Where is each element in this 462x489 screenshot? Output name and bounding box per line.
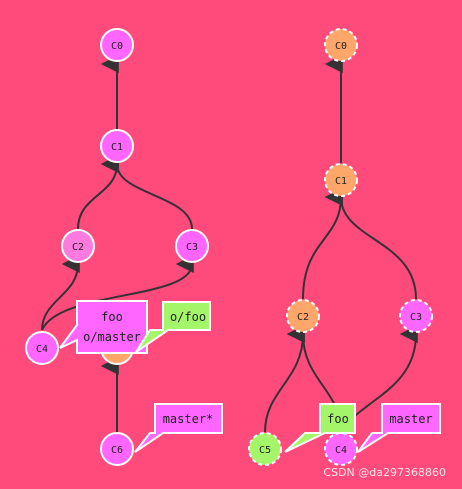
branch-master-label: master* bbox=[163, 412, 214, 426]
edge-local-c4-c2 bbox=[41, 255, 80, 331]
local-branches: foo o/master o/foo master* bbox=[59, 300, 223, 453]
remote-commit-c5-label: C5 bbox=[259, 445, 271, 456]
edge-local-c2-c1 bbox=[77, 155, 119, 230]
local-commit-c2[interactable]: C2 bbox=[61, 229, 95, 263]
local-commit-c0[interactable]: C0 bbox=[100, 28, 134, 62]
watermark-text: CSDN @da297368860 bbox=[323, 466, 446, 479]
remote-branch-master-label: master bbox=[389, 412, 432, 426]
local-commit-c1[interactable]: C1 bbox=[100, 129, 134, 163]
remote-commit-c2[interactable]: C2 bbox=[286, 299, 320, 333]
remote-branch-tag-foo[interactable]: foo bbox=[284, 403, 356, 453]
remote-commit-c4-label: C4 bbox=[335, 445, 347, 456]
local-commit-c2-label: C2 bbox=[72, 242, 84, 253]
local-commit-c6[interactable]: C6 bbox=[100, 432, 134, 466]
branch-tag-foo-omaster[interactable]: foo o/master bbox=[59, 300, 148, 354]
remote-commit-c0-label: C0 bbox=[335, 41, 347, 52]
remote-commit-c1[interactable]: C1 bbox=[324, 163, 358, 197]
local-commit-c4[interactable]: C4 bbox=[25, 331, 59, 365]
edge-remote-c5-c2 bbox=[264, 325, 305, 433]
branch-ofoo-label: o/foo bbox=[170, 310, 206, 324]
remote-commit-c0[interactable]: C0 bbox=[324, 28, 358, 62]
remote-commit-c1-label: C1 bbox=[335, 176, 347, 187]
remote-commit-c4[interactable]: C4 bbox=[324, 432, 358, 466]
remote-commit-c3[interactable]: C3 bbox=[399, 299, 433, 333]
remote-commit-c3-label: C3 bbox=[410, 312, 422, 323]
local-commit-c6-label: C6 bbox=[111, 445, 123, 456]
remote-commit-c5[interactable]: C5 bbox=[248, 432, 282, 466]
local-commit-c4-label: C4 bbox=[36, 344, 48, 355]
local-commit-c1-label: C1 bbox=[111, 142, 123, 153]
branch-tag-ofoo[interactable]: o/foo bbox=[135, 301, 211, 353]
local-commit-c3-label: C3 bbox=[186, 242, 198, 253]
branch-omaster-label: o/master bbox=[83, 330, 141, 344]
edge-local-c3-c1 bbox=[100, 154, 193, 230]
branch-foo-label: foo bbox=[101, 310, 123, 324]
local-commit-c3[interactable]: C3 bbox=[175, 229, 209, 263]
local-commit-c0-label: C0 bbox=[111, 41, 123, 52]
local-edges bbox=[41, 55, 194, 432]
remote-commits: C0 C1 C2 C3 C5 C4 bbox=[248, 28, 433, 466]
branch-tag-master[interactable]: master* bbox=[134, 403, 223, 453]
remote-commit-c2-label: C2 bbox=[297, 312, 309, 323]
edge-remote-c2-c1 bbox=[302, 188, 343, 300]
remote-branch-foo-label: foo bbox=[327, 412, 349, 426]
remote-branch-tag-master[interactable]: master bbox=[357, 403, 441, 453]
edge-remote-c3-c1 bbox=[324, 187, 417, 300]
remote-edges bbox=[264, 55, 418, 433]
remote-branches: foo master bbox=[284, 403, 441, 453]
edge-local-c4-c3 bbox=[41, 255, 194, 331]
